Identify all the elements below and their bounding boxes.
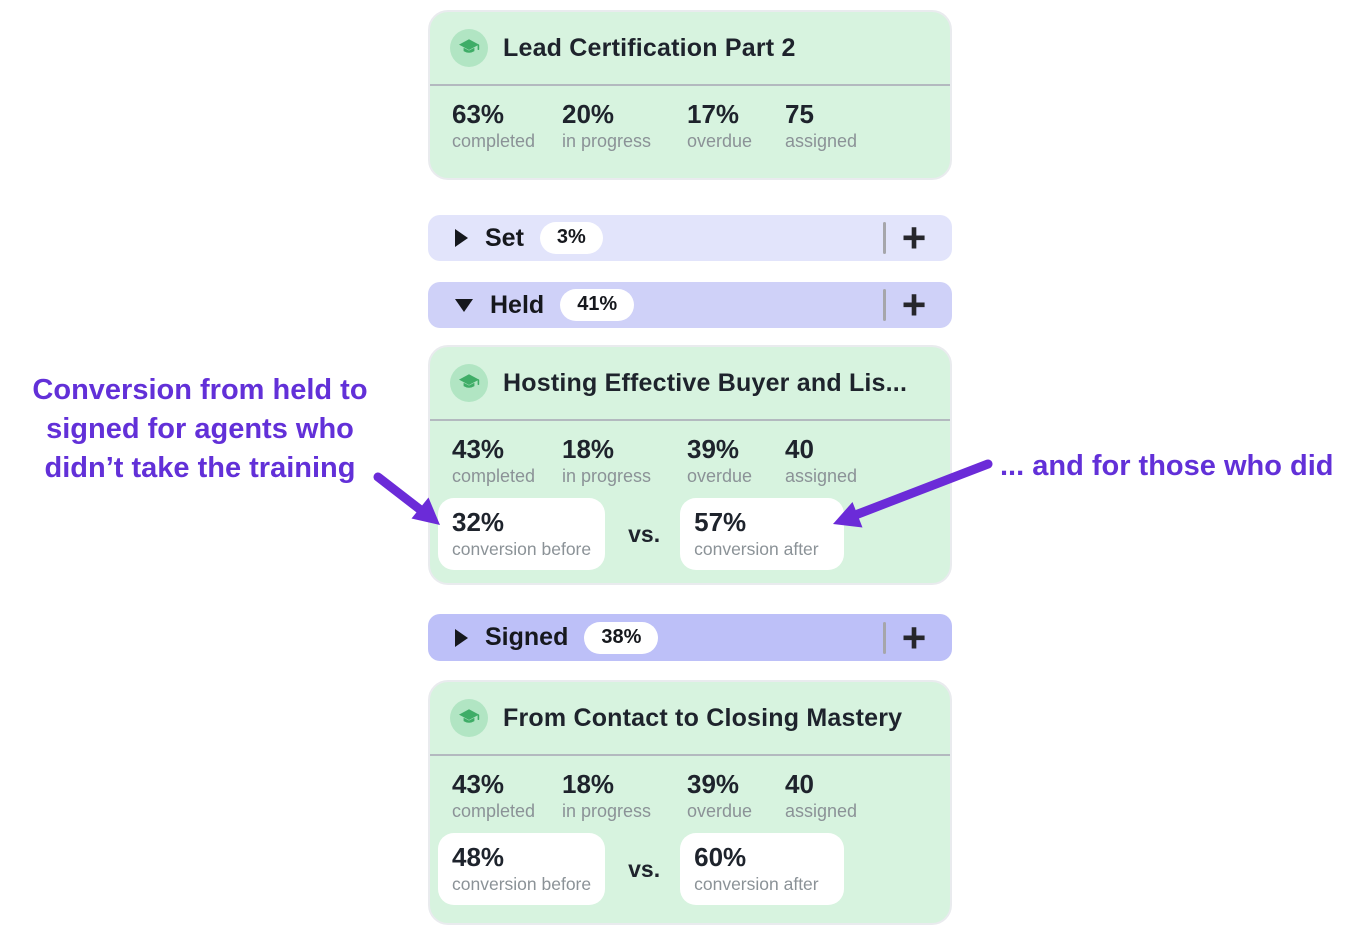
conversion-row: 48% conversion before vs. 60% conversion… bbox=[438, 833, 942, 905]
course-stats: 43% completed 18% in progress 39% overdu… bbox=[430, 421, 950, 487]
row-divider bbox=[883, 289, 886, 321]
conversion-before-box: 48% conversion before bbox=[438, 833, 606, 905]
annotation-left: Conversion from held to signed for agent… bbox=[15, 371, 385, 488]
stat-completed: 43% completed bbox=[452, 434, 536, 486]
add-button[interactable]: + bbox=[886, 283, 942, 327]
course-card-header: Hosting Effective Buyer and Lis... bbox=[430, 347, 950, 421]
stage-percent-badge: 3% bbox=[539, 222, 603, 254]
vs-label: vs. bbox=[628, 855, 661, 882]
course-title: Lead Certification Part 2 bbox=[503, 33, 796, 62]
annotation-left-line: didn’t take the training bbox=[44, 452, 356, 484]
course-card-lead-certification: Lead Certification Part 2 63% completed … bbox=[428, 10, 952, 180]
vs-label: vs. bbox=[628, 520, 661, 547]
row-divider bbox=[883, 621, 886, 654]
stat-completed: 43% completed bbox=[452, 769, 536, 821]
course-title: Hosting Effective Buyer and Lis... bbox=[503, 368, 908, 397]
stat-overdue: 39% overdue bbox=[687, 769, 753, 821]
expand-arrow-icon[interactable] bbox=[455, 628, 468, 647]
expand-arrow-icon[interactable] bbox=[455, 229, 468, 247]
course-title: From Contact to Closing Mastery bbox=[503, 703, 903, 732]
conversion-after-box: 60% conversion after bbox=[680, 833, 845, 905]
funnel-column: Lead Certification Part 2 63% completed … bbox=[428, 0, 952, 930]
graduation-cap-icon bbox=[450, 29, 488, 67]
conversion-before-box: 32% conversion before bbox=[438, 498, 606, 570]
stage-row-signed[interactable]: Signed 38% + bbox=[428, 614, 952, 661]
stage-label: Set bbox=[485, 223, 524, 252]
row-divider bbox=[883, 222, 886, 254]
graduation-cap-icon bbox=[450, 699, 488, 737]
stat-in-progress: 18% in progress bbox=[562, 434, 652, 486]
stat-assigned: 40 assigned bbox=[785, 434, 858, 486]
stage-label: Held bbox=[490, 290, 545, 319]
add-button[interactable]: + bbox=[886, 615, 942, 660]
stat-overdue: 39% overdue bbox=[687, 434, 753, 486]
stat-assigned: 40 assigned bbox=[785, 769, 858, 821]
stage-label: Signed bbox=[485, 623, 569, 651]
stage-row-set[interactable]: Set 3% + bbox=[428, 215, 952, 261]
course-card-header: From Contact to Closing Mastery bbox=[430, 682, 950, 756]
stat-in-progress: 20% in progress bbox=[562, 99, 652, 151]
add-button[interactable]: + bbox=[886, 216, 942, 260]
graduation-cap-icon bbox=[450, 364, 488, 402]
stat-completed: 63% completed bbox=[452, 99, 536, 151]
annotation-left-line: Conversion from held to bbox=[32, 374, 368, 406]
course-stats: 43% completed 18% in progress 39% overdu… bbox=[430, 756, 950, 822]
stat-in-progress: 18% in progress bbox=[562, 769, 652, 821]
course-card-hosting-effective: Hosting Effective Buyer and Lis... 43% c… bbox=[428, 345, 952, 585]
stage-row-held[interactable]: Held 41% + bbox=[428, 282, 952, 328]
conversion-after-box: 57% conversion after bbox=[680, 498, 845, 570]
conversion-row: 32% conversion before vs. 57% conversion… bbox=[438, 498, 942, 570]
stage-percent-badge: 41% bbox=[560, 289, 635, 321]
stat-overdue: 17% overdue bbox=[687, 99, 753, 151]
course-card-header: Lead Certification Part 2 bbox=[430, 12, 950, 86]
stage-percent-badge: 38% bbox=[584, 621, 659, 654]
annotation-right: ... and for those who did bbox=[1000, 450, 1334, 482]
stat-assigned: 75 assigned bbox=[785, 99, 858, 151]
course-card-contact-closing: From Contact to Closing Mastery 43% comp… bbox=[428, 680, 952, 925]
course-stats: 63% completed 20% in progress 17% overdu… bbox=[430, 86, 950, 152]
collapse-arrow-icon[interactable] bbox=[455, 298, 473, 312]
annotation-left-line: signed for agents who bbox=[46, 413, 354, 445]
